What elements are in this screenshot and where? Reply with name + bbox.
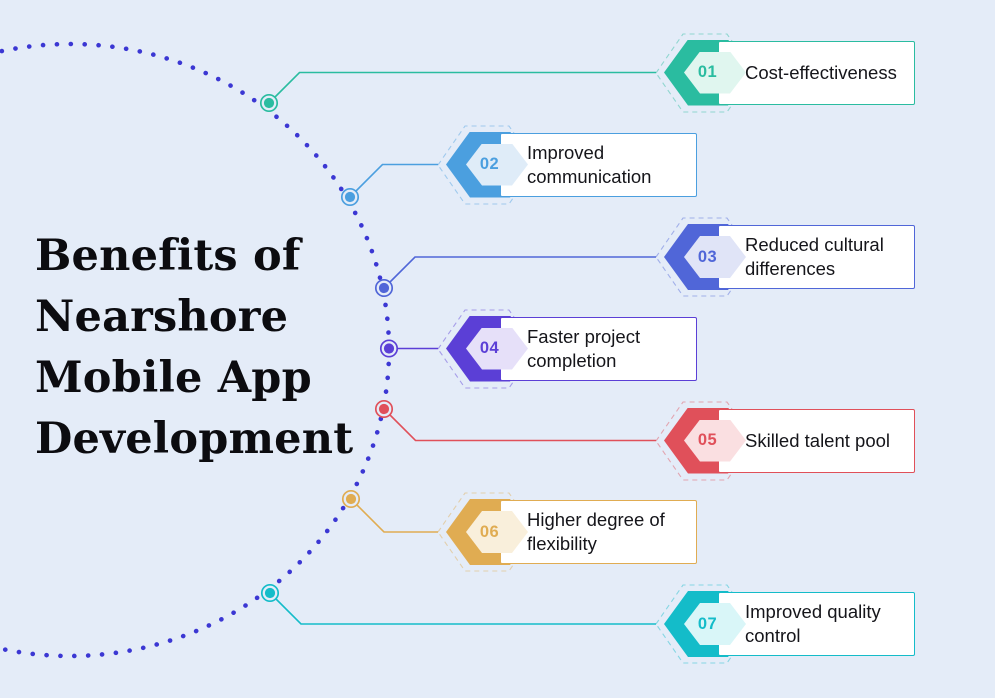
item-number: 05: [697, 431, 718, 449]
connector-line-07: [269, 592, 656, 625]
item-label-box: Higher degree of flexibility: [500, 500, 697, 564]
item-number: 02: [479, 155, 500, 173]
item-label: Improved quality control: [745, 601, 881, 646]
connector-line-06: [350, 498, 438, 533]
item-label: Faster project completion: [527, 325, 641, 371]
item-label-box: Reduced cultural differences: [718, 225, 915, 289]
item-label-box: Cost-effectiveness: [718, 40, 915, 105]
item-number: 01: [697, 63, 718, 81]
item-label-box: Improved communication: [500, 132, 697, 197]
arc-node-dot-07: [264, 587, 276, 599]
benefit-item-06: Higher degree of flexibility 06: [437, 492, 697, 572]
benefit-item-02: Improved communication 02: [437, 124, 697, 205]
arc-node-dot-02: [344, 191, 356, 203]
item-number: 07: [697, 614, 718, 633]
item-number: 04: [479, 339, 500, 357]
item-label: Skilled talent pool: [745, 429, 891, 451]
arc-node-dot-04: [383, 343, 395, 354]
item-number: 06: [479, 522, 500, 541]
item-label-box: Faster project completion: [500, 316, 697, 381]
item-label: Reduced cultural differences: [745, 234, 884, 279]
arc-node-dot-01: [263, 97, 275, 109]
benefit-item-04: Faster project completion 04: [437, 308, 697, 389]
benefit-item-07: Improved quality control 07: [655, 584, 915, 664]
benefit-item-01: Cost-effectiveness 01: [655, 32, 915, 113]
connector-line-01: [268, 71, 656, 104]
item-number: 03: [697, 247, 718, 266]
item-label: Improved communication: [527, 141, 652, 187]
item-label-box: Improved quality control: [718, 592, 915, 656]
connector-line-02: [349, 163, 438, 198]
item-label-box: Skilled talent pool: [718, 408, 915, 473]
benefit-item-03: Reduced cultural differences 03: [655, 217, 915, 297]
item-label: Cost-effectiveness: [745, 61, 897, 83]
arc-node-dot-03: [378, 282, 390, 294]
arc-node-dot-05: [378, 403, 390, 415]
benefit-item-05: Skilled talent pool 05: [655, 400, 915, 481]
page-title: Benefits of Nearshore Mobile App Develop…: [35, 231, 354, 464]
arc-node-dot-06: [345, 493, 357, 505]
item-label: Higher degree of flexibility: [527, 509, 665, 554]
connector-line-03: [383, 256, 656, 289]
connector-line-05: [383, 408, 656, 442]
